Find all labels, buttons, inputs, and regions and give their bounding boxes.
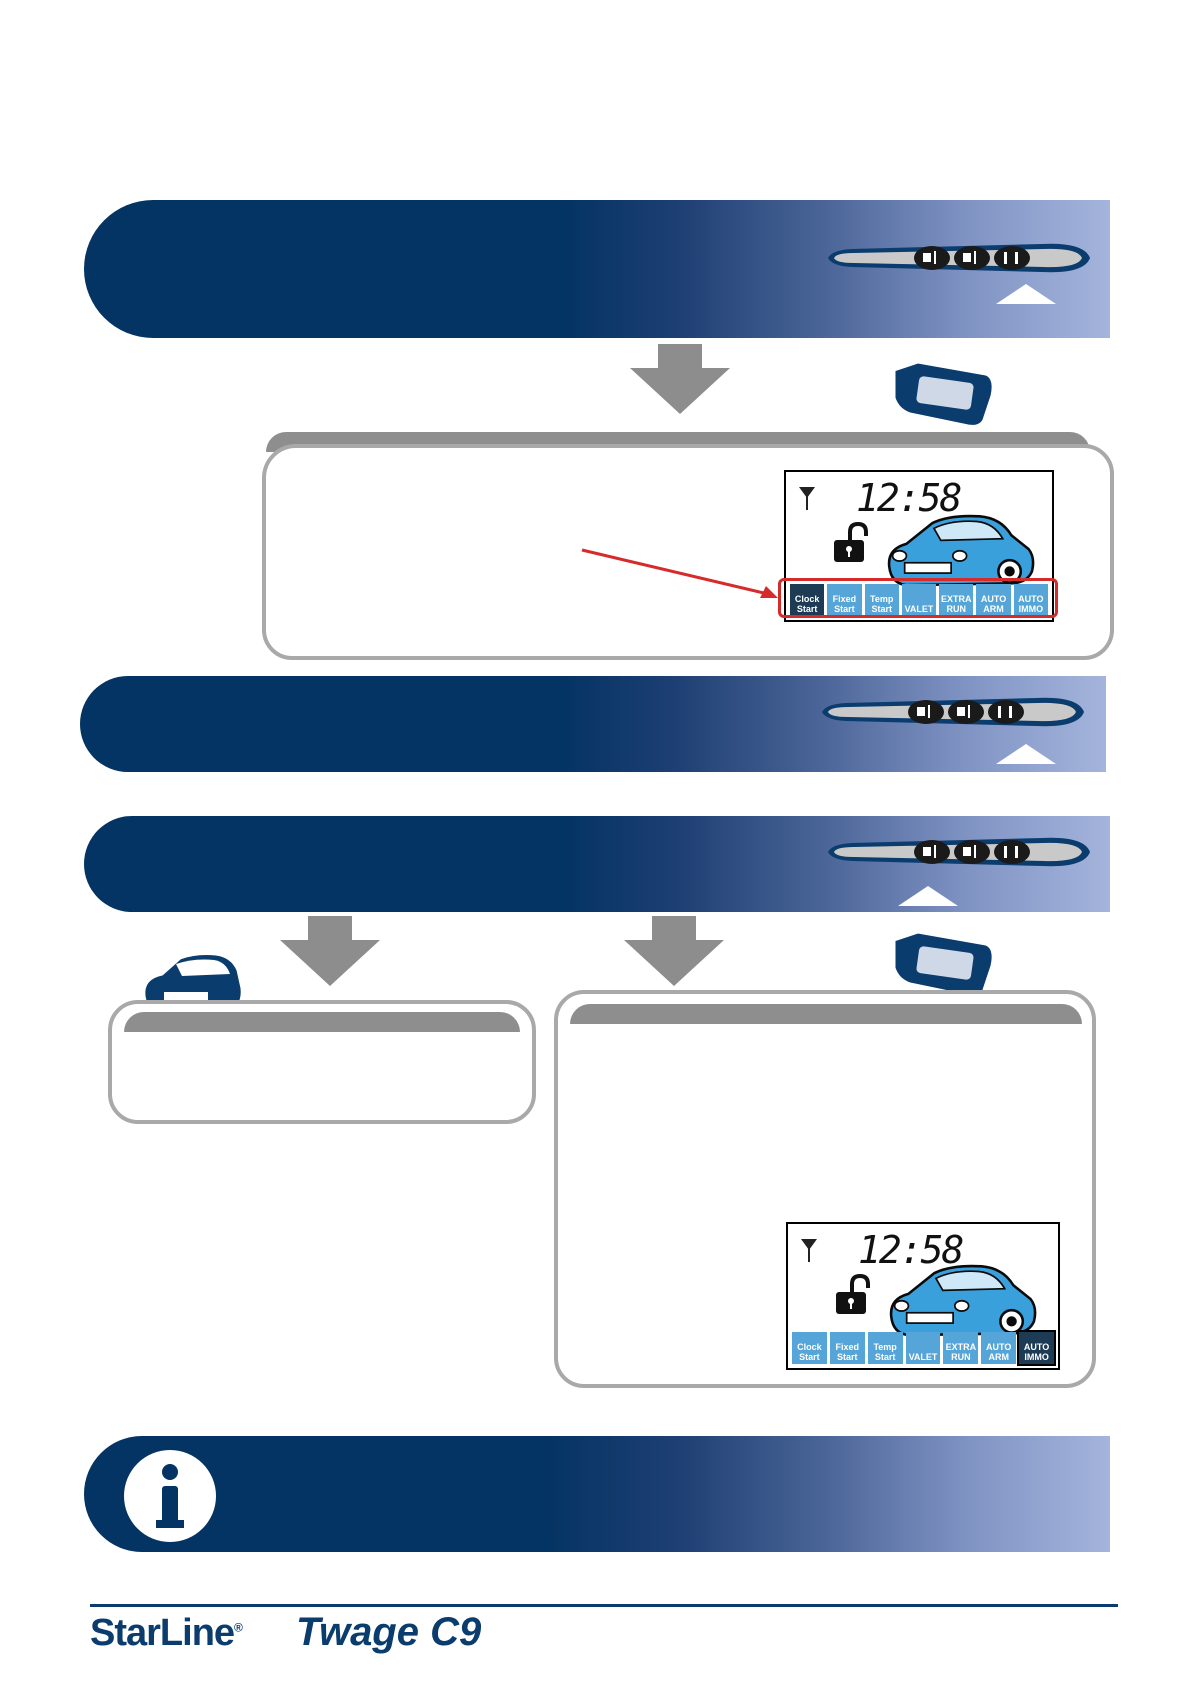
registered-mark: ® — [234, 1620, 243, 1635]
function-icons-row: Clock Start Fixed Start Temp Start VALET… — [792, 1330, 1057, 1366]
antenna-icon — [801, 1239, 817, 1262]
clock-start-icon: Clock Start — [790, 584, 825, 616]
key-fob-icon — [822, 236, 1092, 280]
temp-start-icon: Temp Start — [864, 584, 899, 616]
car-icon — [142, 952, 244, 1014]
extra-run-icon: EXTRA RUN — [943, 1332, 979, 1364]
panel-3-header — [570, 1004, 1082, 1024]
auto-immo-icon: AUTO IMMO — [1013, 584, 1048, 616]
brand-logo: StarLine® — [90, 1612, 243, 1655]
info-icon — [124, 1450, 216, 1542]
footer-divider — [90, 1604, 1118, 1607]
extra-run-icon: EXTRA RUN — [939, 584, 974, 616]
brand-name: StarLine — [90, 1612, 235, 1654]
temp-start-icon: Temp Start — [867, 1332, 903, 1364]
lcd-display-1: 12:58 Clock Start Fixed Start Temp Start… — [784, 470, 1054, 622]
panel-2-header — [124, 1012, 520, 1032]
info-band — [84, 1436, 1110, 1552]
down-arrow-icon — [624, 916, 724, 986]
step-2-band — [80, 676, 1106, 772]
valet-icon: VALET — [905, 1332, 941, 1364]
remote-pager-icon — [888, 356, 998, 432]
car-status-icon — [872, 1256, 1048, 1342]
unlock-icon — [836, 1274, 870, 1314]
key-fob-icon — [822, 830, 1092, 874]
down-arrow-icon — [280, 916, 380, 986]
clock-time: 12:58 — [858, 1228, 964, 1272]
clock-time: 12:58 — [856, 476, 962, 520]
button-indicator-icon — [996, 284, 1056, 304]
lcd-display-2: 12:58 Clock Start Fixed Start Temp Start… — [786, 1222, 1060, 1370]
clock-start-icon: Clock Start — [792, 1332, 827, 1364]
down-arrow-icon — [630, 344, 730, 414]
valet-icon: VALET — [901, 584, 937, 616]
pointer-arrow-icon — [581, 548, 778, 598]
fixed-start-icon: Fixed Start — [827, 584, 862, 616]
function-icons-row: Clock Start Fixed Start Temp Start VALET… — [790, 584, 1048, 616]
auto-arm-icon: AUTO ARM — [981, 1332, 1017, 1364]
highlight-box — [778, 578, 1058, 618]
model-name: Twage C9 — [296, 1610, 482, 1654]
button-indicator-icon — [996, 744, 1056, 764]
fixed-start-icon: Fixed Start — [829, 1332, 865, 1364]
auto-arm-icon: AUTO ARM — [976, 584, 1011, 616]
auto-immo-icon: AUTO IMMO — [1017, 1330, 1057, 1366]
button-indicator-icon — [898, 886, 958, 906]
antenna-icon — [799, 487, 815, 510]
key-fob-icon — [816, 690, 1086, 734]
unlock-icon — [834, 522, 868, 562]
